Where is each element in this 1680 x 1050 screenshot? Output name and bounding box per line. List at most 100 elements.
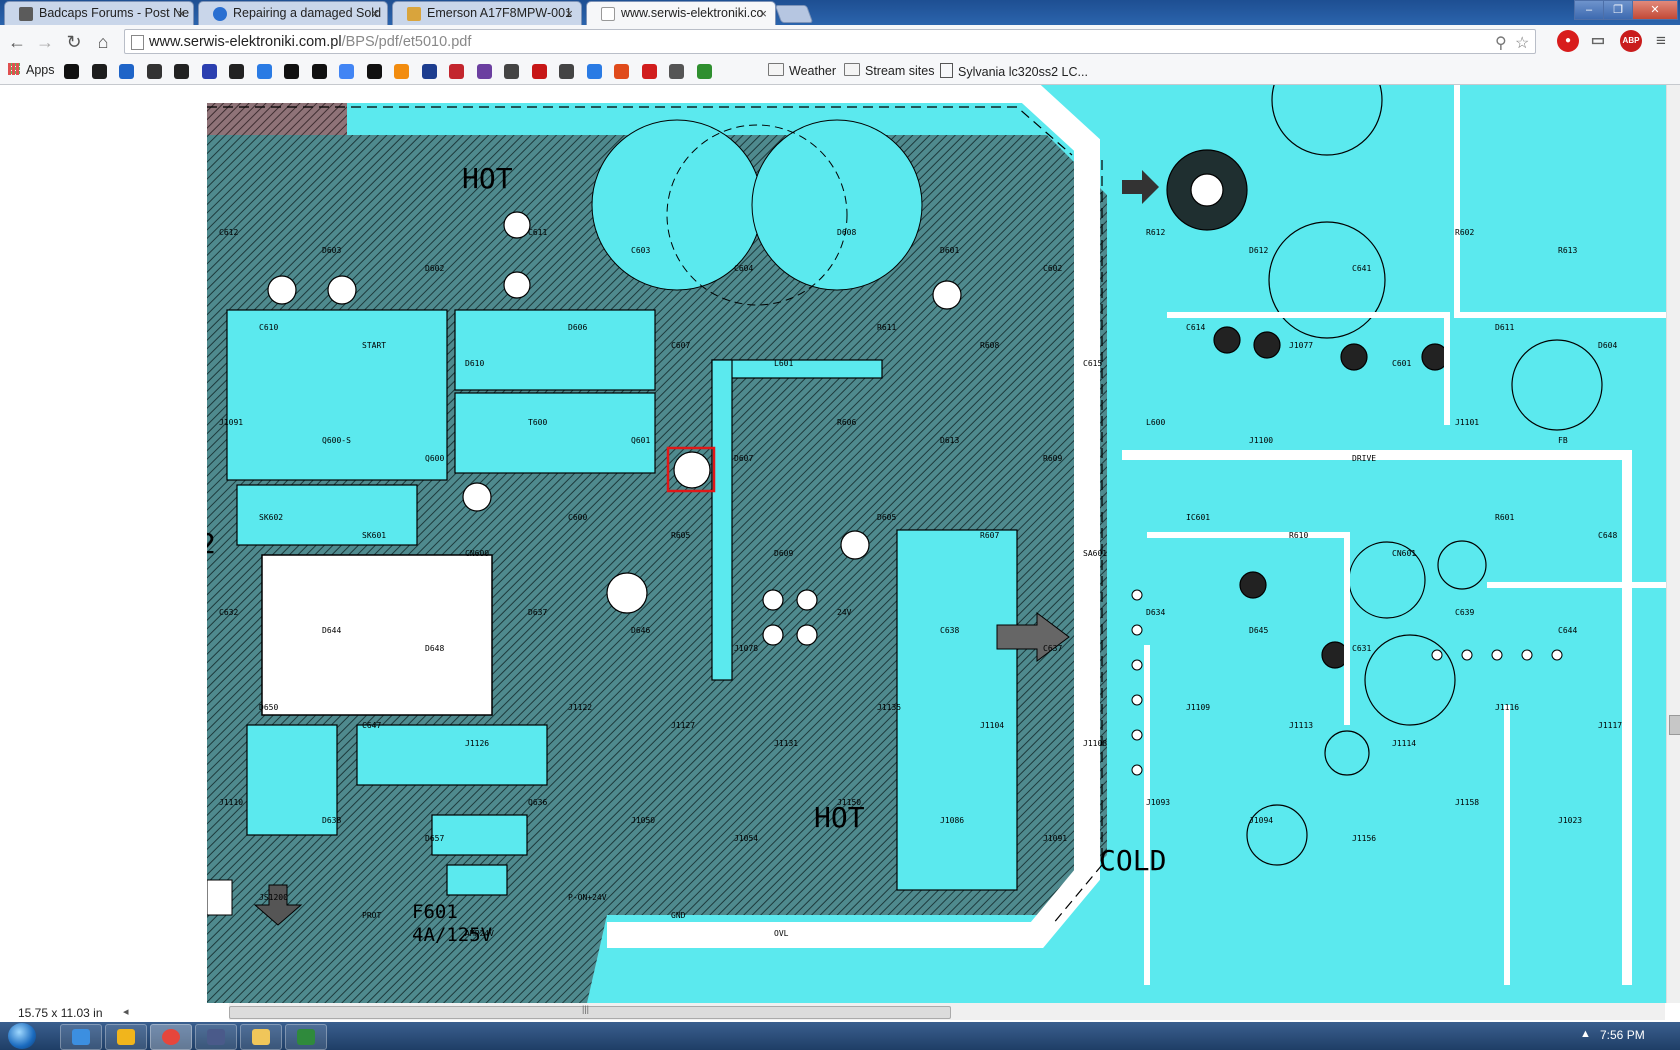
new-tab-button[interactable] — [774, 5, 814, 23]
component-label: J1100 — [1249, 436, 1273, 445]
component-label: SK602 — [259, 513, 283, 522]
bookmark-favicon-icon[interactable] — [311, 64, 327, 79]
reload-button[interactable]: ↻ — [66, 32, 82, 52]
component-label: C644 — [1558, 626, 1577, 635]
bookmark-sylvania[interactable]: Sylvania lc320ss2 LC... — [940, 63, 1088, 80]
home-button[interactable]: ⌂ — [97, 32, 109, 52]
favicon-icon — [19, 7, 33, 21]
adblock-plus-icon[interactable]: ABP — [1620, 30, 1642, 52]
taskbar-chrome[interactable] — [150, 1024, 192, 1050]
close-tab-icon[interactable]: × — [371, 6, 379, 21]
start-button[interactable] — [8, 1023, 36, 1049]
bookmark-favicon-icon[interactable] — [174, 64, 189, 79]
close-tab-icon[interactable]: × — [565, 6, 573, 21]
component-label: J1091 — [219, 418, 243, 427]
taskbar-explorer[interactable] — [240, 1024, 282, 1050]
bookmark-favicon-icon[interactable] — [229, 64, 244, 79]
menu-icon[interactable]: ≡ — [1656, 31, 1666, 50]
component-label: C611 — [528, 228, 547, 237]
component-label: R612 — [1146, 228, 1165, 237]
component-label: C641 — [1352, 264, 1371, 273]
bookmark-favicon-icon[interactable] — [559, 64, 574, 79]
component-label: R613 — [1558, 246, 1577, 255]
taskbar-internet-explorer[interactable] — [60, 1024, 102, 1050]
bookmark-favicon-icon[interactable] — [64, 64, 79, 79]
bookmark-favicon-icon[interactable] — [449, 64, 464, 79]
component-label: R602 — [1455, 228, 1474, 237]
tab-emerson[interactable]: Emerson A17F8MPW-001 × — [392, 1, 582, 25]
tab-serwis-elektroniki[interactable]: www.serwis-elektroniki.co × — [586, 1, 776, 25]
pad — [1131, 694, 1143, 706]
taskbar-excel[interactable] — [285, 1024, 327, 1050]
scroll-thumb[interactable]: ||| — [229, 1004, 951, 1019]
forward-button[interactable]: → — [36, 32, 54, 52]
bookmark-favicon-icon[interactable] — [256, 64, 272, 79]
component-label: R605 — [671, 531, 690, 540]
component-label: J1023 — [1558, 816, 1582, 825]
bookmark-favicon-icon[interactable] — [339, 64, 354, 79]
component-label: R606 — [837, 418, 856, 427]
bookmark-favicon-icon[interactable] — [119, 64, 134, 79]
component-label: J1116 — [1495, 703, 1519, 712]
cast-icon[interactable]: ▭ — [1590, 32, 1606, 49]
page-size-text: 15.75 x 11.03 in — [18, 1006, 103, 1020]
trace — [711, 359, 883, 379]
record-icon[interactable]: ● — [1557, 30, 1579, 52]
bookmark-favicon-icon[interactable] — [696, 64, 712, 79]
excel-icon — [297, 1029, 315, 1045]
back-button[interactable]: ← — [8, 32, 26, 52]
bookmark-favicon-icon[interactable] — [586, 64, 602, 79]
scroll-thumb[interactable] — [1669, 715, 1680, 735]
vertical-scrollbar[interactable] — [1666, 85, 1680, 1003]
bookmark-favicon-icon[interactable] — [146, 64, 162, 79]
pad — [762, 624, 784, 646]
bookmark-favicon-icon[interactable] — [366, 64, 382, 79]
tray-expand-icon[interactable]: ▲ — [1580, 1028, 1591, 1040]
url-host: www.serwis-elektroniki.com.pl — [149, 34, 342, 50]
close-tab-icon[interactable]: × — [759, 6, 767, 21]
zoom-icon[interactable]: ⚲ — [1495, 35, 1507, 52]
bookmark-favicon-icon[interactable] — [201, 64, 217, 79]
bookmark-favicon-icon[interactable] — [669, 64, 684, 79]
clock[interactable]: 7:56 PM — [1600, 1028, 1645, 1042]
bookmark-favicon-icon[interactable] — [531, 64, 547, 79]
bookmark-apps[interactable]: Apps — [8, 63, 55, 80]
lock-icon — [207, 1029, 225, 1045]
bookmark-favicon-icon[interactable] — [641, 64, 657, 79]
component-label: D608 — [837, 228, 856, 237]
minimize-button[interactable]: – — [1574, 0, 1604, 20]
bookmark-favicon-icon[interactable] — [504, 64, 519, 79]
capacitor-c631 — [1364, 634, 1456, 726]
tab-badcaps[interactable]: Badcaps Forums - Post Ne × — [4, 1, 194, 25]
bookmark-favicon-icon[interactable] — [476, 64, 492, 79]
component-label: GND — [671, 911, 686, 920]
page-icon — [131, 35, 144, 50]
transistor-q601 — [606, 572, 648, 614]
bookmark-favicon-icon[interactable] — [421, 64, 437, 79]
bookmark-favicon-icon[interactable] — [614, 64, 629, 79]
horizontal-scrollbar[interactable]: ||| — [229, 1003, 1665, 1020]
resistor-r602 — [454, 309, 656, 391]
trace — [711, 359, 733, 681]
bookmark-favicon-icon[interactable] — [284, 64, 299, 79]
scroll-left-icon[interactable]: ◂ — [123, 1006, 129, 1018]
transformer-t600 — [896, 529, 1018, 891]
pad — [932, 280, 962, 310]
bookmark-folder-stream-sites[interactable]: Stream sites — [844, 63, 934, 80]
pad — [1431, 649, 1443, 661]
address-bar[interactable]: www.serwis-elektroniki.com.pl/BPS/pdf/et… — [124, 29, 1536, 54]
close-window-button[interactable]: ✕ — [1632, 0, 1678, 20]
component-label: J1104 — [980, 721, 1004, 730]
bookmark-favicon-icon[interactable] — [394, 64, 409, 79]
tab-repairing[interactable]: Repairing a damaged Sold × — [198, 1, 388, 25]
ground-symbol-icon — [207, 879, 233, 916]
bookmark-folder-weather[interactable]: Weather — [768, 63, 836, 80]
capacitor-c647 — [1246, 804, 1308, 866]
taskbar-outlook[interactable] — [105, 1024, 147, 1050]
maximize-button[interactable]: ❐ — [1603, 0, 1633, 20]
bookmark-favicon-icon[interactable] — [91, 64, 107, 79]
taskbar-keepass[interactable] — [195, 1024, 237, 1050]
bookmark-star-icon[interactable]: ☆ — [1515, 35, 1530, 52]
close-tab-icon[interactable]: × — [177, 6, 185, 21]
